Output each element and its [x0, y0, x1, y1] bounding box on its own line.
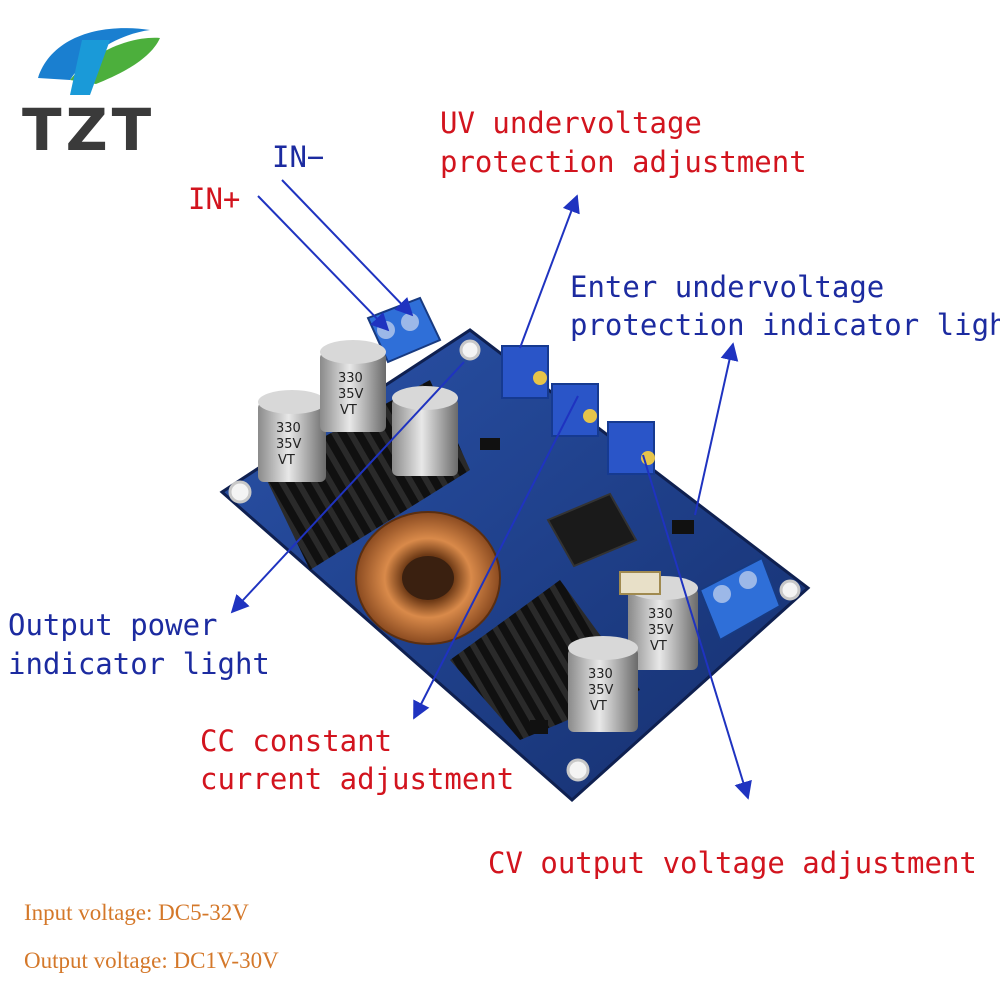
spec-output-voltage: Output voltage: DC1V-30V: [24, 948, 279, 973]
svg-text:VT: VT: [650, 639, 667, 654]
svg-text:330: 330: [588, 667, 613, 682]
arrow-enter: [694, 342, 739, 516]
label-enter-line1: Enter undervoltage: [570, 270, 885, 304]
arrow-output: [230, 361, 465, 614]
label-uv-line2: protection adjustment: [440, 145, 807, 179]
arrow-uv: [519, 194, 580, 349]
callout-arrows: [230, 179, 752, 800]
svg-text:VT: VT: [590, 699, 607, 714]
svg-text:VT: VT: [278, 453, 295, 468]
label-output-line2: indicator light: [8, 647, 270, 681]
mount-hole: [566, 758, 590, 782]
trimmer-cv: [607, 421, 655, 475]
control-ic: [546, 492, 638, 568]
output-terminal-block: [698, 556, 782, 642]
svg-text:VT: VT: [340, 403, 357, 418]
arrow-in-minus: [281, 179, 414, 317]
arrow-cv: [642, 454, 752, 800]
trimmer-cc: [551, 383, 599, 437]
logo-text: TZT: [22, 96, 156, 164]
spec-input-voltage: Input voltage: DC5-32V: [24, 900, 249, 925]
capacitor: [392, 386, 458, 476]
label-cc-line1: CC constant: [200, 724, 393, 758]
label-in-plus: IN+: [188, 182, 241, 216]
label-output-line1: Output power: [8, 608, 218, 642]
arrow-in-plus: [257, 195, 390, 332]
mount-hole: [459, 339, 481, 361]
label-enter-line2: protection indicator light: [570, 308, 1000, 342]
arrow-cc: [413, 395, 579, 720]
svg-text:35V: 35V: [588, 683, 614, 698]
svg-text:330: 330: [648, 607, 673, 622]
label-cv: CV output voltage adjustment: [488, 846, 977, 880]
tzt-logo-mark: [38, 28, 160, 95]
svg-text:35V: 35V: [276, 437, 302, 452]
label-cc-line2: current adjustment: [200, 762, 515, 796]
capacitor: 330 35V VT: [568, 636, 638, 732]
svg-text:330: 330: [338, 371, 363, 386]
label-in-minus: IN−: [272, 140, 325, 174]
svg-text:35V: 35V: [338, 387, 364, 402]
label-uv-line1: UV undervoltage: [440, 106, 702, 140]
toroid-inductor: [355, 511, 501, 645]
cap-label: 330: [276, 421, 301, 436]
trimmer-uv: [501, 345, 549, 399]
mount-hole: [228, 480, 252, 504]
capacitor: 330 35V VT: [320, 340, 386, 432]
capacitor: 330 35V VT: [258, 390, 326, 482]
mount-hole: [779, 579, 801, 601]
svg-text:35V: 35V: [648, 623, 674, 638]
